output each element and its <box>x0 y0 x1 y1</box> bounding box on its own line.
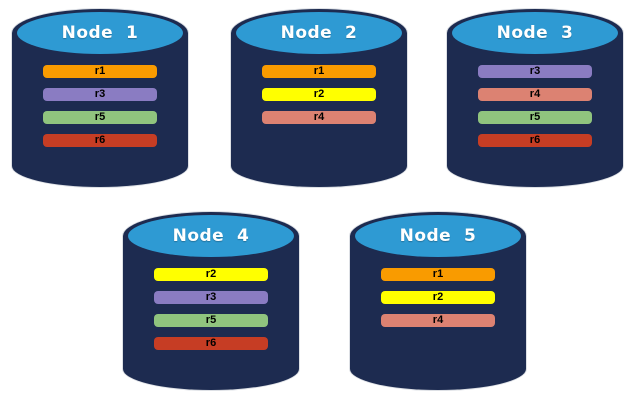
node-4-replica-list: r2 r3 r5 r6 <box>154 268 268 350</box>
replica-bar-r1: r1 <box>381 268 495 281</box>
replica-bar-r2: r2 <box>154 268 268 281</box>
node-3-cylinder-top: Node 3 <box>452 12 618 54</box>
node-1-replica-list: r1 r3 r5 r6 <box>43 65 157 147</box>
replica-bar-r6: r6 <box>478 134 592 147</box>
node-3-title: Node 3 <box>496 23 574 43</box>
replica-bar-r3: r3 <box>154 291 268 304</box>
node-4-title: Node 4 <box>172 226 250 246</box>
node-3-cylinder: Node 3 r3 r4 r5 r6 <box>447 9 623 187</box>
node-4-cylinder-top: Node 4 <box>128 215 294 257</box>
node-4-cylinder: Node 4 r2 r3 r5 r6 <box>123 212 299 390</box>
replica-bar-r4: r4 <box>478 88 592 101</box>
replica-bar-r1: r1 <box>262 65 376 78</box>
replica-bar-r5: r5 <box>43 111 157 124</box>
replica-bar-r4: r4 <box>381 314 495 327</box>
node-2-cylinder: Node 2 r1 r2 r4 <box>231 9 407 187</box>
replica-bar-r3: r3 <box>43 88 157 101</box>
replica-bar-r5: r5 <box>154 314 268 327</box>
node-5-cylinder-top: Node 5 <box>355 215 521 257</box>
replica-bar-r3: r3 <box>478 65 592 78</box>
replica-bar-r2: r2 <box>262 88 376 101</box>
node-3-replica-list: r3 r4 r5 r6 <box>478 65 592 147</box>
node-2-replica-list: r1 r2 r4 <box>262 65 376 124</box>
node-2-cylinder-top: Node 2 <box>236 12 402 54</box>
replica-bar-r6: r6 <box>43 134 157 147</box>
node-5-replica-list: r1 r2 r4 <box>381 268 495 327</box>
replica-bar-r4: r4 <box>262 111 376 124</box>
node-1-cylinder-top: Node 1 <box>17 12 183 54</box>
replica-bar-r2: r2 <box>381 291 495 304</box>
replica-bar-r5: r5 <box>478 111 592 124</box>
node-2-title: Node 2 <box>280 23 358 43</box>
node-1-title: Node 1 <box>61 23 139 43</box>
node-5-cylinder: Node 5 r1 r2 r4 <box>350 212 526 390</box>
node-5-title: Node 5 <box>399 226 477 246</box>
replica-bar-r1: r1 <box>43 65 157 78</box>
node-1-cylinder: Node 1 r1 r3 r5 r6 <box>12 9 188 187</box>
replica-bar-r6: r6 <box>154 337 268 350</box>
